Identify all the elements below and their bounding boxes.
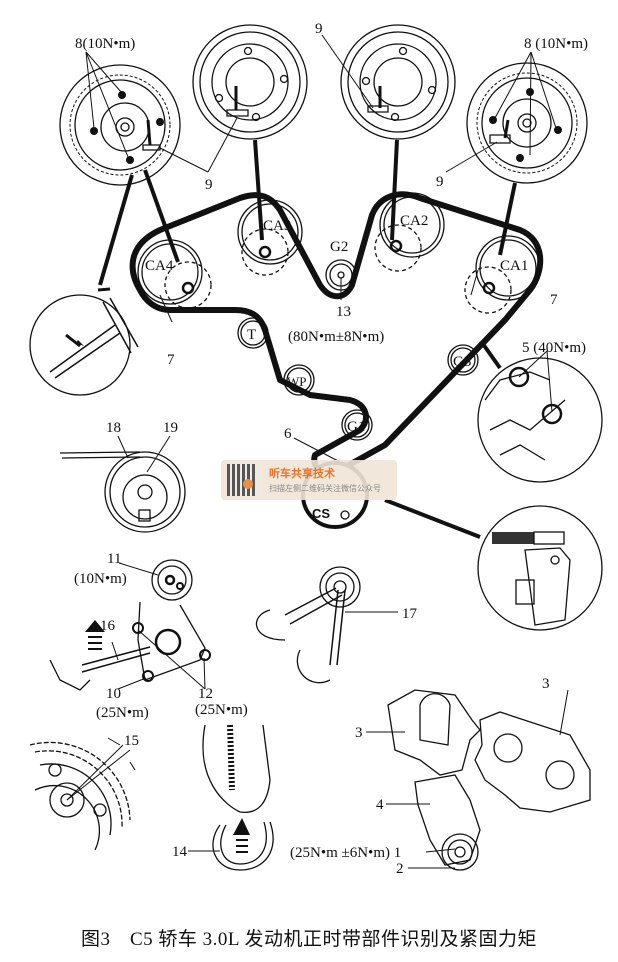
callout-item-3-b: 3 <box>542 676 550 692</box>
wrench-adjustment-detail <box>255 566 398 684</box>
callout-bolt-8-left: 8(10N•m) <box>75 36 135 52</box>
pulley-g2-label: G2 <box>330 239 348 255</box>
pulley-ca1: CA1 <box>464 235 541 314</box>
bolt-5-detail <box>477 357 603 483</box>
callout-mark-9-a: 9 <box>205 177 213 193</box>
callout-bolt-8-right: 8 (10N•m) <box>524 36 588 52</box>
pulley-ca4: CA4 <box>137 239 212 309</box>
callout-item-10: 10 <box>106 686 121 702</box>
locking-pin-detail <box>29 294 139 396</box>
callout-item-2: 2 <box>396 861 404 877</box>
callout-item-11: 11 <box>107 551 121 567</box>
callout-item-3-a: 3 <box>355 725 363 741</box>
callout-item-4: 4 <box>376 797 384 813</box>
pulley-t-label: T <box>247 327 256 343</box>
callout-item-16: 16 <box>100 618 116 634</box>
callout-item-10-torque: (25N•m) <box>96 705 149 721</box>
pulley-wp-label: WP <box>287 374 307 389</box>
callout-item-14: 14 <box>172 844 188 860</box>
callout-item-15: 15 <box>124 733 139 749</box>
callout-tensioner-13-torque: (80N•m±8N•m) <box>288 329 384 345</box>
callout-item-18: 18 <box>106 420 121 436</box>
callout-item-17: 17 <box>402 606 418 622</box>
watermark-banner: 听车共享技术 扫描左侧二维码关注微信公众号 <box>221 460 397 500</box>
pulley-ca1-label: CA1 <box>500 258 528 274</box>
callout-mark-9-c: 9 <box>436 174 444 190</box>
callout-item-6: 6 <box>284 426 292 442</box>
callout-sprocket-7-right: 7 <box>550 292 558 308</box>
pulley-ca2: CA2 <box>374 192 445 272</box>
watermark-subtitle: 扫描左侧二维码关注微信公众号 <box>269 484 381 493</box>
pulley-t: T <box>237 317 269 349</box>
pulley-ca2-label: CA2 <box>400 213 428 229</box>
sprocket-to-pulley-leaders <box>98 139 517 286</box>
camshaft-sprocket-mid-right-detail <box>340 24 456 140</box>
pulley-g1-label: G1 <box>347 419 365 435</box>
callout-item-1: (25N•m ±6N•m) 1 <box>290 845 401 861</box>
tensioner-marks-detail <box>59 435 186 533</box>
pulley-cs-label: CS <box>312 506 330 521</box>
callout-bolt-5: 5 (40N•m) <box>522 340 586 356</box>
pulley-ca3: CA3 <box>237 199 303 276</box>
crank-timing-mark-detail <box>29 737 136 851</box>
timing-cover-assembly <box>366 689 591 871</box>
callout-item-11-torque: (10N•m) <box>74 571 127 587</box>
callout-mark-9-b: 9 <box>315 21 323 37</box>
belt-guide-detail <box>188 724 274 871</box>
callout-leaders <box>85 34 557 539</box>
pulley-wp: WP <box>283 364 315 396</box>
camshaft-sprocket-left-detail <box>59 64 181 186</box>
pulley-g3: G3 <box>447 344 479 376</box>
camshaft-sprocket-right-detail <box>466 62 588 184</box>
crank-locking-detail <box>477 505 603 631</box>
figure-caption: 图3 C5 轿车 3.0L 发动机正时带部件识别及紧固力矩 <box>80 929 538 950</box>
pulley-ca3-label: CA3 <box>263 218 291 234</box>
callout-tensioner-13: 13 <box>336 304 351 320</box>
callout-item-12-torque: (25N•m) <box>195 702 248 718</box>
watermark-title: 听车共享技术 <box>269 467 335 480</box>
pulley-ca4-label: CA4 <box>145 258 174 274</box>
qr-code-icon <box>227 464 257 496</box>
pulley-g3-label: G3 <box>453 354 471 370</box>
pulley-g1: G1 <box>341 409 373 441</box>
tensioner-assembly-detail <box>49 559 211 691</box>
callout-item-19: 19 <box>163 420 178 436</box>
callout-item-12: 12 <box>198 686 213 702</box>
camshaft-sprocket-mid-left-detail <box>192 24 308 140</box>
callout-sprocket-7-left: 7 <box>167 352 175 368</box>
